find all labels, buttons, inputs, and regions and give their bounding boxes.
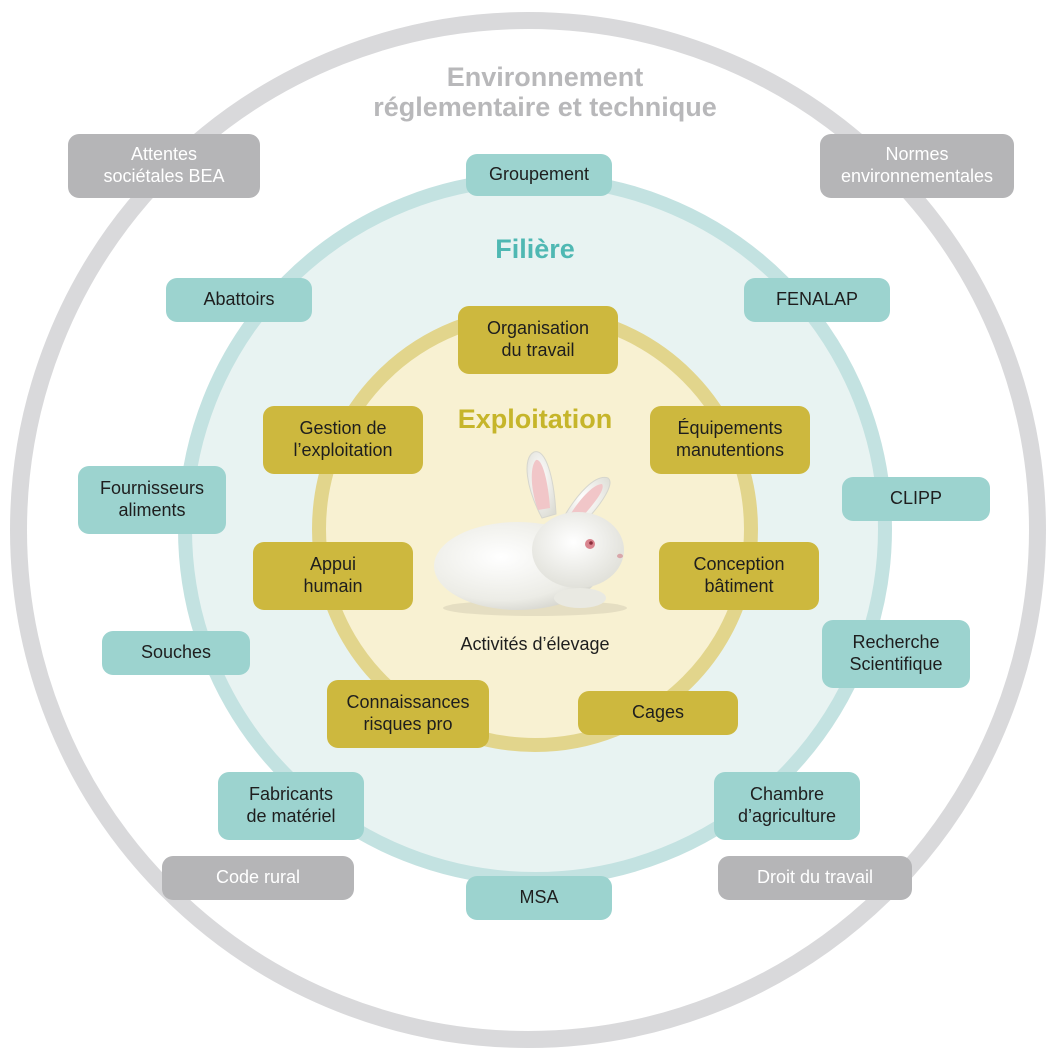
center-caption: Activités d’élevage [460, 634, 610, 654]
pill-fenalap: FENALAP [744, 278, 890, 322]
pill-normes-environnementales: Normes environnementales [820, 134, 1014, 198]
pill-abattoirs: Abattoirs [166, 278, 312, 322]
environment-title: Environnement réglementaire et technique [373, 62, 717, 123]
pill-droit-du-travail: Droit du travail [718, 856, 912, 900]
pill-code-rural: Code rural [162, 856, 354, 900]
rabbit-icon [430, 448, 650, 628]
pill-fournisseurs-aliments: Fournisseurs aliments [78, 466, 226, 534]
pill-equipements-manutentions: Équipements manutentions [650, 406, 810, 474]
pill-gestion-exploitation: Gestion de l’exploitation [263, 406, 423, 474]
pill-cages: Cages [578, 691, 738, 735]
pill-souches: Souches [102, 631, 250, 675]
pill-appui-humain: Appui humain [253, 542, 413, 610]
pill-connaissances-risques: Connaissances risques pro [327, 680, 489, 748]
pill-recherche-scientifique: Recherche Scientifique [822, 620, 970, 688]
pill-msa: MSA [466, 876, 612, 920]
filiere-title: Filière [495, 234, 575, 264]
exploitation-title: Exploitation [457, 404, 613, 434]
pill-organisation-travail: Organisation du travail [458, 306, 618, 374]
pill-conception-batiment: Conception bâtiment [659, 542, 819, 610]
pill-attentes-societales: Attentes sociétales BEA [68, 134, 260, 198]
pill-groupement: Groupement [466, 154, 612, 196]
pill-clipp: CLIPP [842, 477, 990, 521]
pill-fabricants-materiel: Fabricants de matériel [218, 772, 364, 840]
pill-chambre-agriculture: Chambre d’agriculture [714, 772, 860, 840]
